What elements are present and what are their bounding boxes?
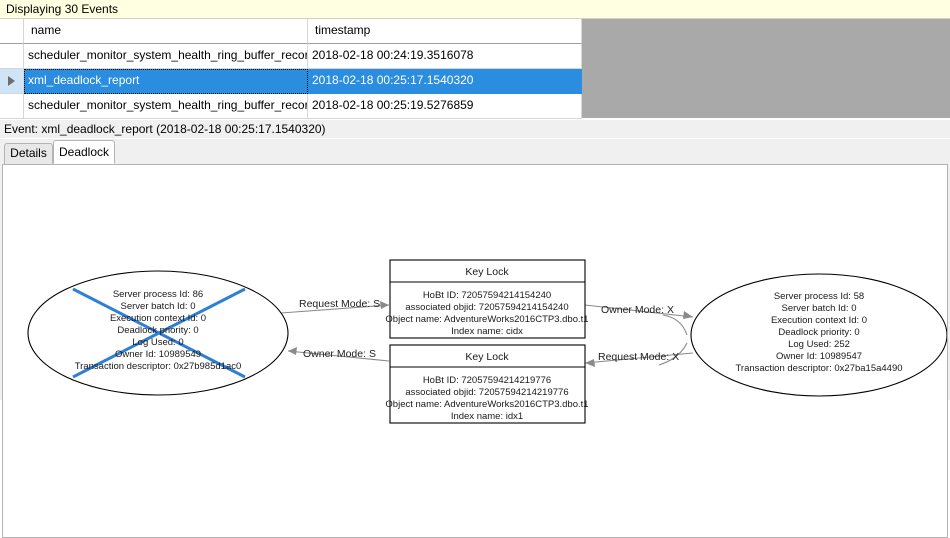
grid-header-timestamp-label: timestamp bbox=[315, 23, 371, 37]
deadlock-graph[interactable]: Request Mode: S Owner Mode: X Owner Mode… bbox=[3, 165, 947, 537]
edge-label-bottom-owner-left: Owner Mode: S bbox=[303, 348, 376, 360]
resource-top-line-0: HoBt ID: 72057594214154240 bbox=[423, 290, 551, 301]
row-name-cell[interactable]: scheduler_monitor_system_health_ring_buf… bbox=[24, 94, 308, 119]
tab-strip: Details Deadlock bbox=[0, 139, 950, 538]
events-count-label: Displaying 30 Events bbox=[6, 2, 119, 16]
grid-header-row: name timestamp bbox=[0, 19, 582, 44]
process-right-line-5: Owner Id: 10989547 bbox=[776, 351, 862, 362]
grid-header-selector bbox=[0, 19, 24, 44]
resource-top-line-3: Index name: cidx bbox=[451, 326, 523, 337]
events-grid[interactable]: name timestamp scheduler_monitor_system_… bbox=[0, 19, 950, 119]
edge-label-top-owner-right: Owner Mode: X bbox=[601, 304, 674, 316]
process-left-line-5: Owner Id: 10989549 bbox=[115, 349, 201, 360]
edge-top-owner-right bbox=[584, 304, 694, 319]
process-node-right: Server process Id: 58 Server batch Id: 0… bbox=[690, 273, 947, 397]
row-name-text: scheduler_monitor_system_health_ring_buf… bbox=[28, 98, 308, 112]
row-timestamp-text: 2018-02-18 00:25:17.1540320 bbox=[312, 73, 474, 87]
row-timestamp-text: 2018-02-18 00:25:19.5276859 bbox=[312, 98, 474, 112]
process-right-line-0: Server process Id: 58 bbox=[774, 291, 864, 302]
process-left-line-3: Deadlock priority: 0 bbox=[117, 325, 198, 336]
row-selector-cell[interactable] bbox=[0, 94, 24, 119]
edge-right-request-bottom bbox=[584, 352, 694, 367]
process-left-line-1: Server batch Id: 0 bbox=[121, 301, 196, 312]
resource-node-top: Key Lock HoBt ID: 72057594214154240 asso… bbox=[385, 259, 589, 339]
process-left-line-2: Execution context Id: 0 bbox=[110, 313, 206, 324]
tab-page-deadlock: Request Mode: S Owner Mode: X Owner Mode… bbox=[2, 164, 948, 538]
row-name-cell[interactable]: scheduler_monitor_system_health_ring_buf… bbox=[24, 44, 308, 69]
resource-top-line-2: Object name: AdventureWorks2016CTP3.dbo.… bbox=[385, 314, 588, 325]
victim-cross-line-2 bbox=[72, 287, 246, 379]
edge-left-request-top bbox=[280, 301, 390, 314]
process-left-line-4: Log Used: 0 bbox=[132, 337, 183, 348]
resource-top-line-1: associated objid: 72057594214154240 bbox=[405, 302, 568, 313]
event-caption-label: Event: xml_deadlock_report (2018-02-18 0… bbox=[4, 122, 326, 136]
row-timestamp-cell[interactable]: 2018-02-18 00:25:17.1540320 bbox=[308, 69, 582, 94]
event-caption: Event: xml_deadlock_report (2018-02-18 0… bbox=[0, 120, 950, 138]
process-left-line-0: Server process Id: 86 bbox=[113, 289, 203, 300]
process-right-line-6: Transaction descriptor: 0x27ba15a4490 bbox=[735, 363, 902, 374]
grid-header-timestamp[interactable]: timestamp bbox=[308, 19, 582, 44]
row-name-cell[interactable]: xml_deadlock_report bbox=[24, 69, 308, 94]
row-selector-arrow-icon bbox=[8, 76, 15, 86]
tab-deadlock[interactable]: Deadlock bbox=[53, 140, 115, 164]
resource-top-title: Key Lock bbox=[465, 266, 509, 278]
row-name-text: scheduler_monitor_system_health_ring_buf… bbox=[28, 48, 308, 62]
table-row-selected[interactable]: xml_deadlock_report 2018-02-18 00:25:17.… bbox=[0, 69, 582, 94]
row-selector-cell[interactable] bbox=[0, 69, 24, 94]
process-node-right-shape bbox=[690, 273, 947, 397]
process-right-line-4: Log Used: 252 bbox=[788, 339, 850, 350]
grid-header-name-label: name bbox=[31, 23, 62, 37]
events-banner: Displaying 30 Events bbox=[0, 0, 950, 19]
process-right-line-1: Server batch Id: 0 bbox=[782, 303, 857, 314]
row-timestamp-cell[interactable]: 2018-02-18 00:24:19.3516078 bbox=[308, 44, 582, 69]
table-row[interactable]: scheduler_monitor_system_health_ring_buf… bbox=[0, 94, 582, 119]
row-timestamp-cell[interactable]: 2018-02-18 00:25:19.5276859 bbox=[308, 94, 582, 119]
resource-node-top-shape bbox=[389, 259, 586, 339]
process-right-line-2: Execution context Id: 0 bbox=[771, 315, 867, 326]
process-right-line-3: Deadlock priority: 0 bbox=[778, 327, 859, 338]
process-node-left: Server process Id: 86 Server batch Id: 0… bbox=[27, 270, 289, 396]
tab-details[interactable]: Details bbox=[4, 143, 53, 164]
resource-bottom-line-0: HoBt ID: 72057594214219776 bbox=[423, 375, 551, 386]
grid-header-name[interactable]: name bbox=[24, 19, 308, 44]
edge-bottom-owner-left bbox=[287, 347, 390, 362]
resource-bottom-title: Key Lock bbox=[465, 351, 509, 363]
edge-label-left-request-top: Request Mode: S bbox=[299, 298, 380, 310]
resource-bottom-line-1: associated objid: 72057594214219776 bbox=[405, 387, 568, 398]
row-selector-cell[interactable] bbox=[0, 44, 24, 69]
row-timestamp-text: 2018-02-18 00:24:19.3516078 bbox=[312, 48, 474, 62]
process-left-line-6: Transaction descriptor: 0x27b985d1ac0 bbox=[75, 361, 242, 372]
resource-bottom-line-3: Index name: idx1 bbox=[451, 411, 523, 422]
table-row[interactable]: scheduler_monitor_system_health_ring_buf… bbox=[0, 44, 582, 69]
resource-bottom-line-2: Object name: AdventureWorks2016CTP3.dbo.… bbox=[385, 399, 588, 410]
row-name-text: xml_deadlock_report bbox=[28, 73, 140, 87]
edge-label-right-request-bottom: Request Mode: X bbox=[598, 351, 679, 363]
resource-node-bottom: Key Lock HoBt ID: 72057594214219776 asso… bbox=[385, 344, 589, 424]
